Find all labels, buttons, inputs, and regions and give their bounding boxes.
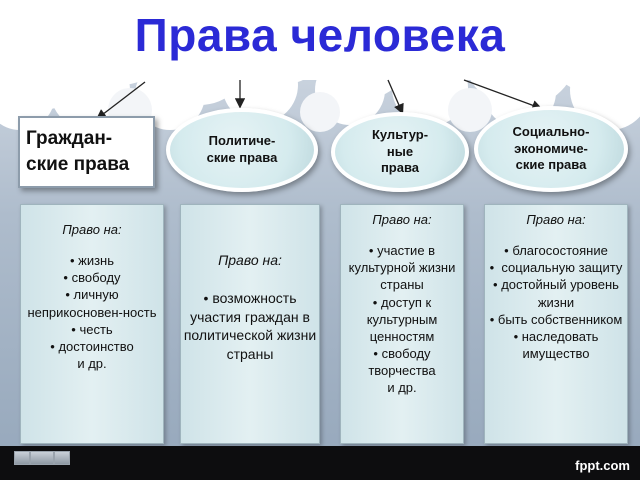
list-item: личную неприкосновен-ность (21, 286, 163, 320)
page-title: Права человека (134, 9, 506, 61)
panel-civil-rights: Право на: жизнь свободу личную неприкосн… (20, 204, 164, 444)
panel-socioeconomic-list: благосостояние социальную защиту достойн… (485, 242, 627, 362)
category-political-label: Политиче- ские права (206, 133, 278, 165)
panel-socioeconomic-rights: Право на: благосостояние социальную защи… (484, 204, 628, 444)
list-item: честь (21, 321, 163, 338)
category-civil-label: Граждан- ские права (26, 128, 130, 175)
panel-civil-list: жизнь свободу личную неприкосновен-ность… (21, 252, 163, 355)
list-item: благосостояние (485, 242, 627, 259)
panel-civil-lead: Право на: (62, 222, 122, 237)
list-item: жизнь (21, 252, 163, 269)
category-cultural-rights: Культур- ные права (331, 112, 469, 192)
list-item: быть собственником (485, 311, 627, 328)
nav-next-button[interactable] (54, 451, 70, 465)
list-item: достойный уровень жизни (485, 276, 627, 310)
category-socioeconomic-label: Социально- экономиче- ские права (512, 123, 590, 173)
list-item: свободу творчества (341, 345, 463, 379)
category-political-rights: Политиче- ские права (166, 108, 318, 192)
list-item: наследовать имущество (485, 328, 627, 362)
slide-navigation (14, 451, 70, 465)
panel-political-rights: Право на: возможность участия граждан в … (180, 204, 320, 444)
category-socioeconomic-rights: Социально- экономиче- ские права (474, 106, 628, 192)
list-item: свободу (21, 269, 163, 286)
list-item: социальную защиту (485, 259, 627, 276)
category-civil-rights: Граждан- ские права (18, 116, 155, 188)
list-item: достоинство (21, 338, 163, 355)
panel-cultural-list: участие в культурной жизни страны доступ… (341, 242, 463, 379)
panel-cultural-tail: и др. (387, 380, 417, 396)
panel-cultural-rights: Право на: участие в культурной жизни стр… (340, 204, 464, 444)
footer-logo: fppt.com (575, 458, 630, 473)
nav-home-button[interactable] (30, 451, 54, 465)
list-item: участие в культурной жизни страны (341, 242, 463, 293)
bottom-bar (0, 446, 640, 480)
nav-prev-button[interactable] (14, 451, 30, 465)
list-item: возможность участия граждан в политическ… (181, 289, 319, 363)
category-cultural-label: Культур- ные права (371, 126, 429, 176)
panel-socioeconomic-lead: Право на: (526, 212, 586, 227)
list-item: доступ к культурным ценностям (341, 294, 463, 345)
panel-cultural-lead: Право на: (372, 212, 432, 227)
panel-political-list: возможность участия граждан в политическ… (181, 289, 319, 363)
panel-civil-tail: и др. (77, 356, 107, 372)
panel-political-lead: Право на: (218, 252, 282, 268)
